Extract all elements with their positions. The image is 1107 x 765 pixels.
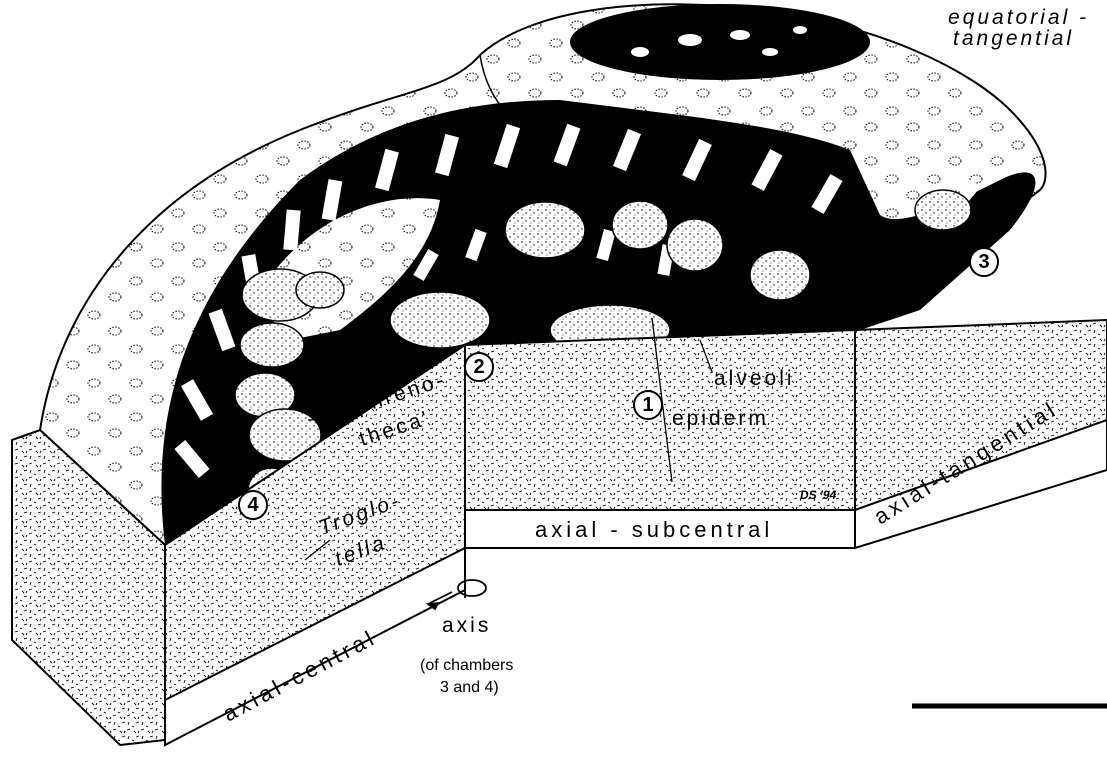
chamber-marker-2: 2 xyxy=(465,353,493,381)
artist-signature: DS '94 xyxy=(800,488,837,502)
label-equatorial-tangential-1: equatorial - xyxy=(948,6,1089,29)
chamber-marker-3: 3 xyxy=(970,248,998,276)
chamber-number-2: 2 xyxy=(473,356,484,378)
chamber-number-4: 4 xyxy=(247,494,259,516)
equatorial-section-dark xyxy=(570,4,870,80)
label-axis-note-2: 3 and 4) xyxy=(440,679,499,696)
chamber-marker-4: 4 xyxy=(239,491,267,519)
face-label-axial-subcentral: axial - subcentral xyxy=(535,517,773,542)
label-equatorial-tangential-2: tangential xyxy=(953,27,1074,50)
label-axis: axis xyxy=(442,614,491,637)
chamber-marker-1: 1 xyxy=(634,391,662,419)
chamber-number-1: 1 xyxy=(642,394,653,416)
chamber-number-3: 3 xyxy=(978,251,989,273)
label-epiderm: epiderm xyxy=(672,407,769,430)
label-alveoli: alveoli xyxy=(714,367,795,390)
label-axis-note-1: (of chambers xyxy=(420,657,513,674)
block-face-axial-subcentral xyxy=(465,330,855,548)
